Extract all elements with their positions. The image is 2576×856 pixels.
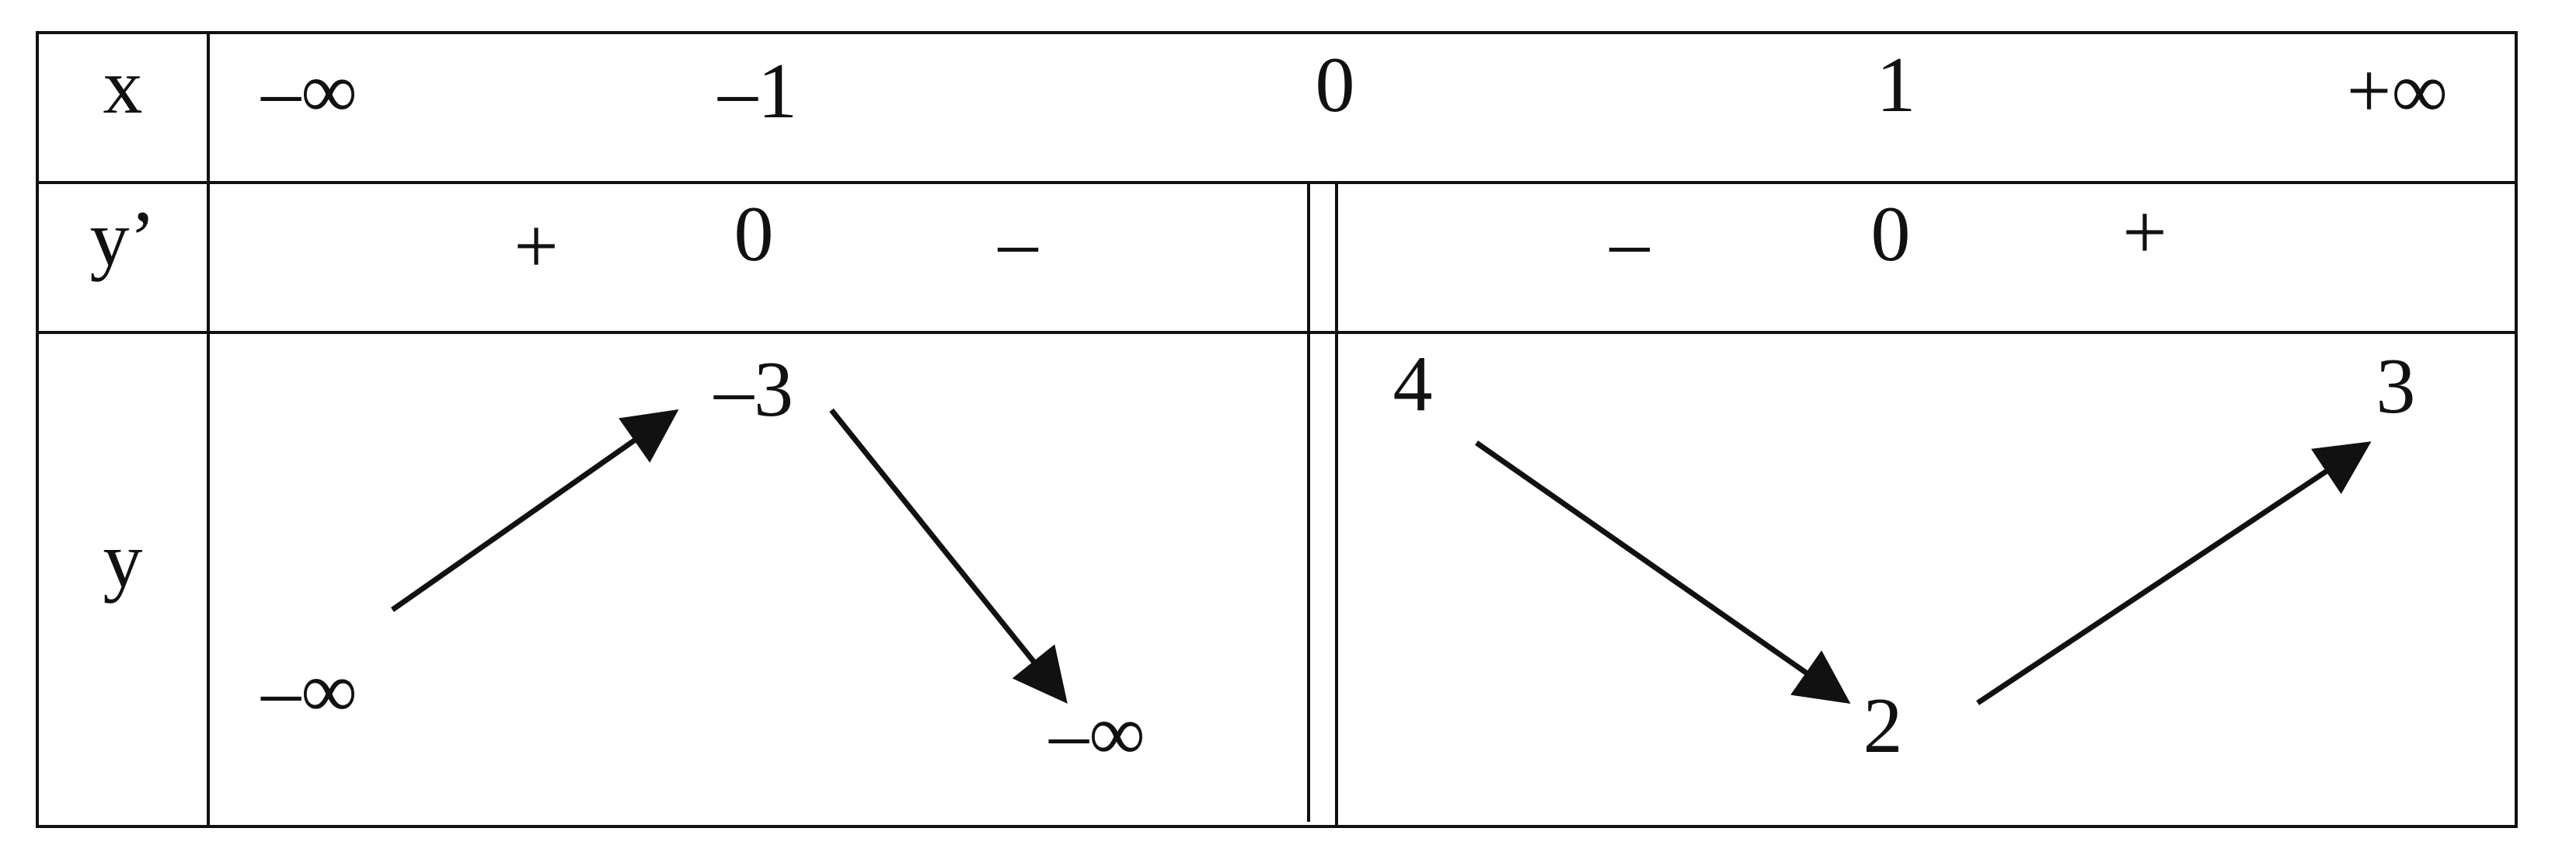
y-value-right-start: 4 [1393, 340, 1433, 428]
arrow-increasing-left [390, 409, 679, 612]
arrow-decreasing-left [829, 408, 1068, 704]
y-prime-zero-left: 0 [734, 190, 774, 278]
y-prime-sign-plus-left: + [514, 203, 559, 291]
x-value-neg-one: –1 [718, 47, 797, 135]
table-border [36, 31, 2518, 828]
y-prime-sign-minus-left: – [998, 198, 1038, 286]
y-prime-sign-plus-right: + [2122, 189, 2167, 277]
y-value-right-min: 2 [1863, 682, 1903, 770]
arrow-decreasing-right [1474, 440, 1851, 705]
y-value-left-max: –3 [714, 346, 793, 433]
row-label-y: y [103, 517, 143, 604]
x-value-neg-infinity: –∞ [261, 47, 357, 135]
row-label-y-prime: y’ [89, 195, 156, 283]
y-value-right-end: 3 [2376, 343, 2416, 430]
x-value-one: 1 [1876, 41, 1916, 129]
y-prime-sign-minus-right: – [1609, 198, 1650, 286]
x-value-zero: 0 [1315, 41, 1355, 129]
y-prime-zero-right: 0 [1870, 190, 1911, 278]
x-value-pos-infinity: +∞ [2346, 47, 2449, 135]
y-value-left-start: –∞ [261, 647, 357, 735]
arrow-increasing-right [1976, 441, 2372, 705]
row-label-x: x [103, 43, 143, 130]
y-value-left-end: –∞ [1049, 690, 1145, 778]
